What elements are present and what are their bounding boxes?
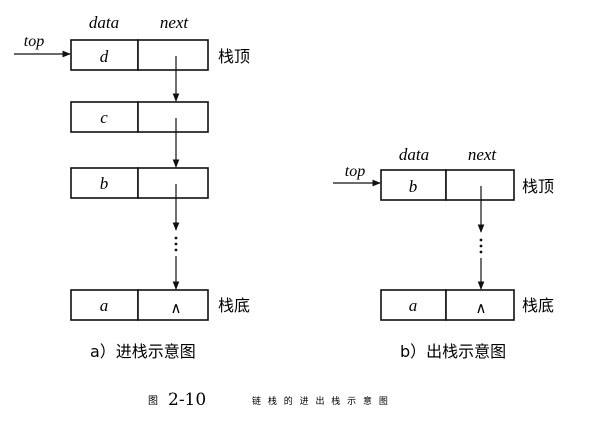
left-stack-top-label: 栈顶 <box>218 47 250 66</box>
right-node-a-next-cell <box>445 289 515 321</box>
left-caption: a）进栈示意图 <box>90 342 196 361</box>
right-node-b-next-cell <box>445 169 515 201</box>
right-node-a: a ∧ <box>380 289 515 321</box>
right-node-a-data-cell <box>380 289 447 321</box>
figure-title: 链 栈 的 进 出 栈 示 意 图 <box>252 395 390 407</box>
left-null-symbol: ∧ <box>171 299 182 317</box>
right-top-pointer-label: top <box>345 163 365 180</box>
right-node-a-value: a <box>409 296 418 315</box>
left-node-c-next-cell <box>137 101 209 133</box>
left-node-d: d <box>70 39 209 71</box>
pop-diagram: data next top b 栈顶 a ∧ 栈底 b）出栈示意图 <box>333 145 554 361</box>
right-ellipsis <box>479 238 483 254</box>
left-data-header: data <box>89 13 119 32</box>
right-node-b-data-cell <box>380 169 447 201</box>
left-node-c: c <box>70 101 209 133</box>
left-node-b-data-cell <box>70 167 139 199</box>
left-node-a-next-cell <box>137 289 209 321</box>
figure-caption: 图 2-10 链 栈 的 进 出 栈 示 意 图 <box>148 390 390 410</box>
right-caption: b）出栈示意图 <box>400 342 506 361</box>
left-node-a: a ∧ <box>70 289 209 321</box>
left-next-header: next <box>160 13 190 32</box>
right-null-symbol: ∧ <box>476 299 487 317</box>
figure-prefix-glyph: 图 <box>148 395 158 407</box>
left-node-b: b <box>70 167 209 199</box>
right-stack-top-label: 栈顶 <box>522 177 554 196</box>
left-node-c-value: c <box>100 108 108 127</box>
push-diagram: data next top d 栈顶 c b <box>14 13 250 361</box>
left-node-d-value: d <box>100 47 109 66</box>
figure-number: 2-10 <box>168 390 206 410</box>
right-stack-bottom-label: 栈底 <box>522 296 554 315</box>
left-node-d-next-cell <box>137 39 209 71</box>
right-node-b: b <box>380 169 515 201</box>
right-data-header: data <box>399 145 429 164</box>
right-node-b-value: b <box>409 177 418 196</box>
left-node-a-value: a <box>100 296 109 315</box>
right-next-header: next <box>468 145 498 164</box>
left-node-b-next-cell <box>137 167 209 199</box>
left-node-b-value: b <box>100 174 109 193</box>
left-ellipsis <box>174 236 178 252</box>
left-top-pointer-label: top <box>24 33 44 50</box>
left-stack-bottom-label: 栈底 <box>218 296 250 315</box>
